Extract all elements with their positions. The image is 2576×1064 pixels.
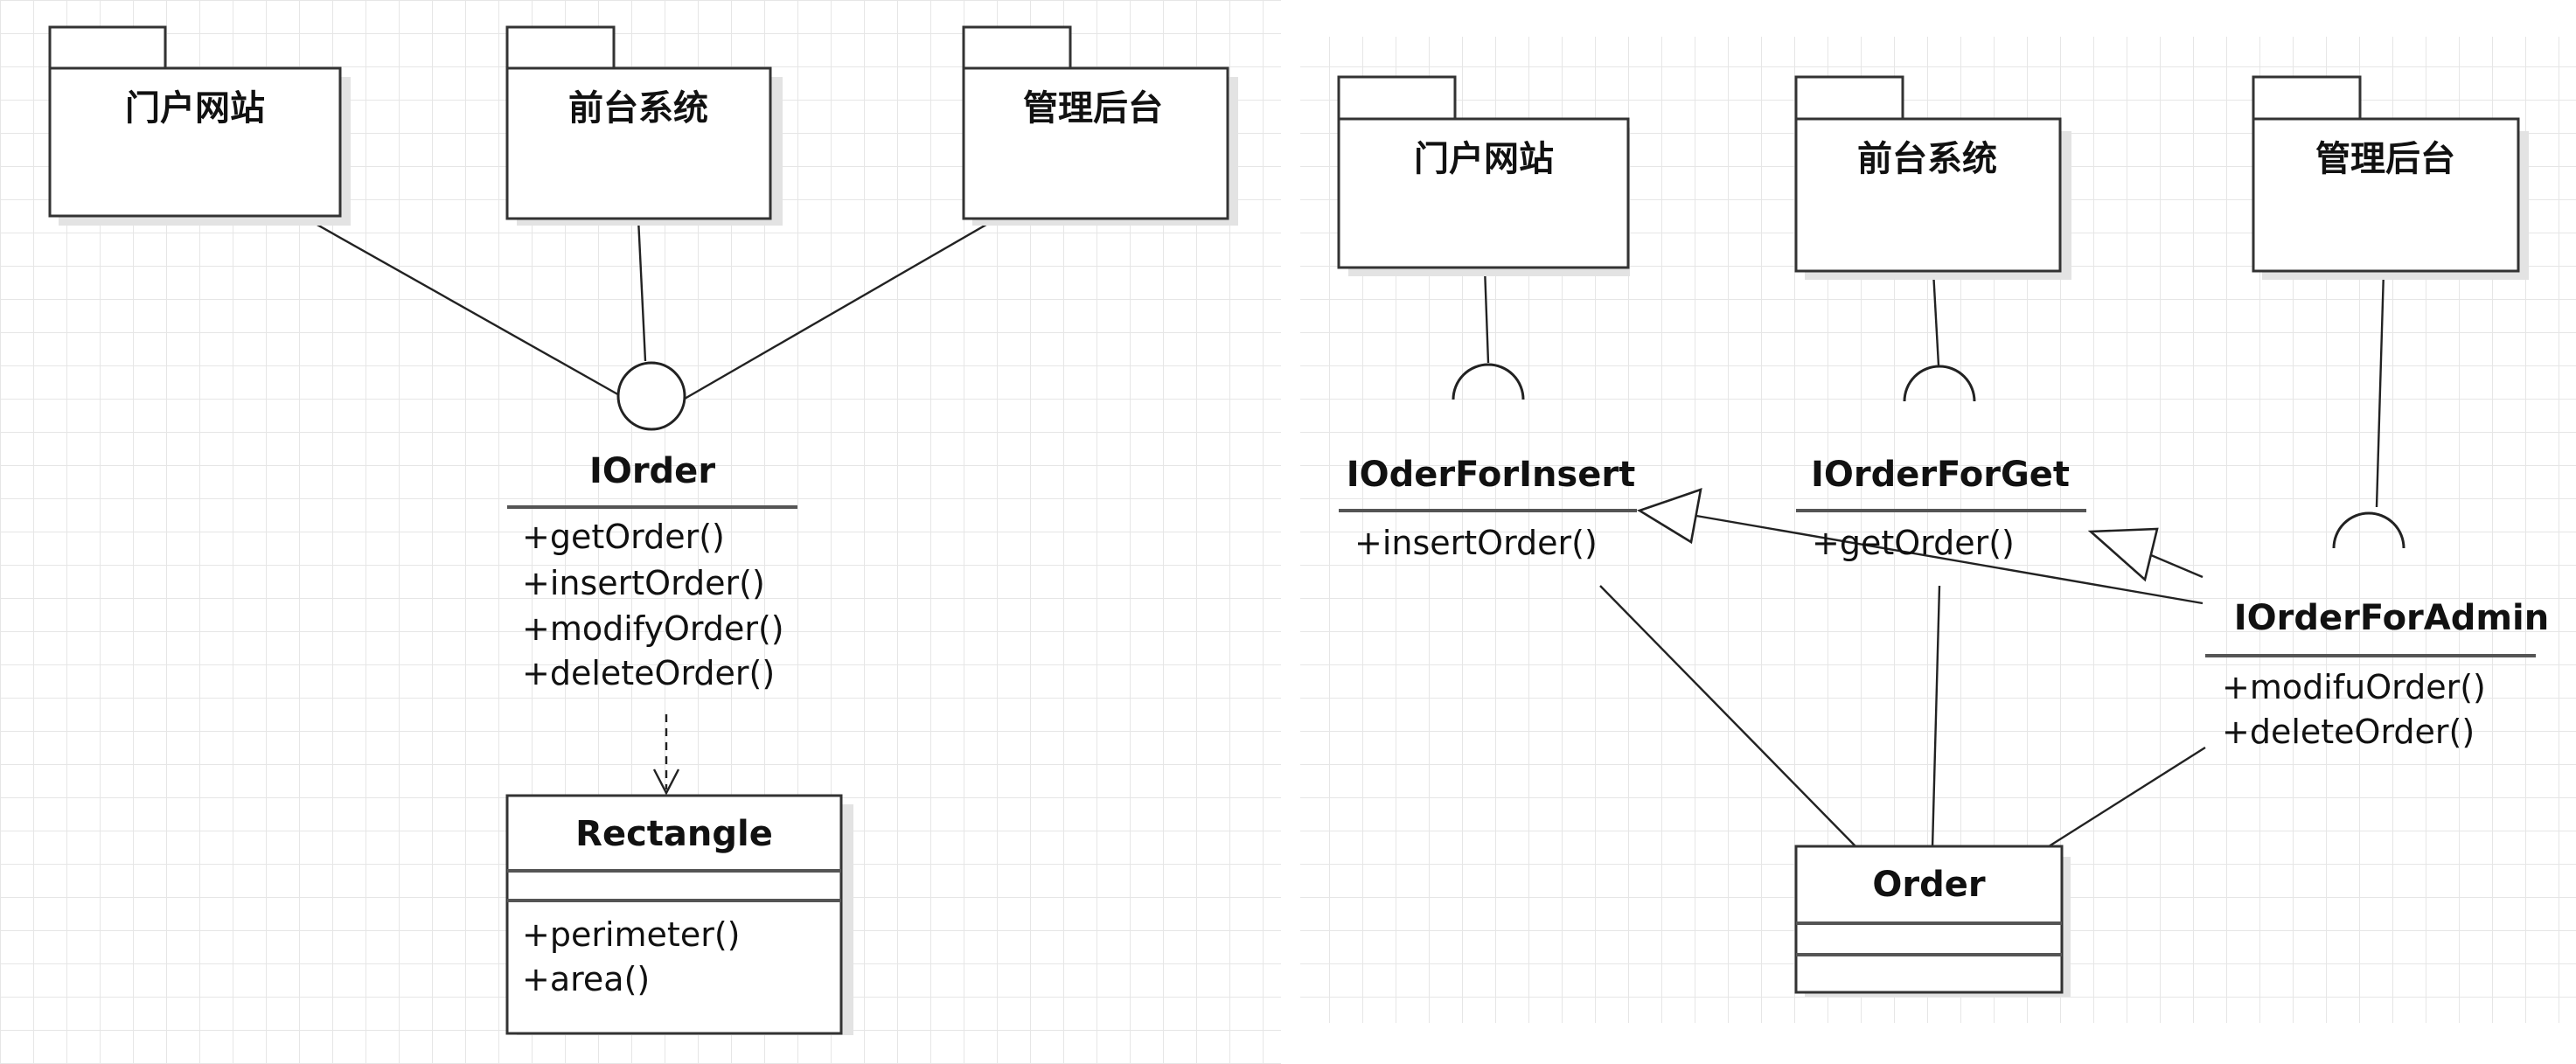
admin-to-order-line [2045, 746, 2206, 850]
right-connector-portal [1483, 267, 1490, 364]
order-class[interactable]: Order [1794, 845, 2071, 997]
panel-gap [1281, 0, 1300, 1064]
interface-insert-name: IOderForInsert [1347, 455, 1635, 495]
order-class-name: Order [1872, 865, 1985, 905]
right-package-portal-label: 门户网站 [1414, 139, 1554, 179]
iorder-operation: +deleteOrder() [522, 654, 775, 692]
interface-insert[interactable]: IOderForInsert +insertOrder() [1339, 455, 1637, 562]
insert-operation: +insertOrder() [1354, 524, 1598, 562]
left-package-frontend[interactable]: 前台系统 [505, 25, 783, 226]
right-panel-top-margin [1300, 0, 2576, 37]
rectangle-operation: +area() [522, 960, 650, 998]
generalization-arrow-head [1636, 488, 1702, 545]
iorder-operation: +insertOrder() [522, 564, 765, 602]
socket-icon [1903, 365, 1976, 402]
left-package-admin-label: 管理后台 [1023, 88, 1163, 129]
socket-icon [2332, 511, 2405, 549]
left-connector-admin [684, 217, 998, 400]
interface-get[interactable]: IOrderForGet +getOrder() [1796, 455, 2086, 562]
insert-to-order-line [1599, 585, 1858, 849]
generalization-admin-to-insert [1695, 514, 2204, 605]
iorder-operation: +modifyOrder() [522, 609, 784, 648]
left-package-admin[interactable]: 管理后台 [962, 25, 1238, 226]
left-diagram: 门户网站 前台系统 管理后台 IOrder +getOrder() +inser… [48, 25, 1238, 1035]
rectangle-class-name: Rectangle [575, 814, 773, 854]
left-package-portal-label: 门户网站 [125, 88, 265, 129]
iorder-operation: +getOrder() [522, 518, 725, 556]
left-connector-frontend [637, 218, 647, 362]
right-diagram: 门户网站 前台系统 管理后台 IOderForInsert +insertOrd… [1337, 75, 2549, 997]
iorder-interface-circle[interactable] [616, 361, 686, 431]
rectangle-class[interactable]: Rectangle +perimeter() +area() [505, 794, 853, 1035]
rectangle-operation: +perimeter() [522, 915, 740, 954]
right-package-admin-label: 管理后台 [2315, 139, 2455, 179]
iorder-interface[interactable]: IOrder +getOrder() +insertOrder() +modif… [507, 451, 797, 692]
interface-admin[interactable]: IOrderForAdmin +modifuOrder() +deleteOrd… [2205, 598, 2549, 751]
left-connector-portal [301, 214, 622, 398]
admin-operation: +modifuOrder() [2222, 668, 2486, 706]
right-package-frontend[interactable]: 前台系统 [1794, 75, 2071, 280]
admin-operation: +deleteOrder() [2222, 713, 2475, 751]
right-package-portal[interactable]: 门户网站 [1337, 75, 1630, 276]
right-package-frontend-label: 前台系统 [1857, 139, 1997, 179]
iorder-interface-name: IOrder [589, 451, 715, 491]
right-connector-admin [2375, 270, 2385, 508]
right-panel-bottom-margin [1300, 1023, 2576, 1064]
dependency-arrow-head [652, 768, 680, 796]
socket-icon [1452, 363, 1525, 400]
right-package-admin[interactable]: 管理后台 [2252, 75, 2529, 280]
right-connector-frontend [1932, 270, 1940, 366]
get-to-order-line [1931, 585, 1941, 849]
interface-get-name: IOrderForGet [1811, 455, 2070, 495]
interface-admin-name: IOrderForAdmin [2234, 598, 2549, 638]
generalization-admin-to-get [2150, 553, 2204, 579]
get-operation: +getOrder() [1812, 524, 2015, 562]
generalization-arrow-head [2087, 527, 2159, 582]
left-package-frontend-label: 前台系统 [568, 88, 708, 129]
left-package-portal[interactable]: 门户网站 [48, 25, 351, 226]
